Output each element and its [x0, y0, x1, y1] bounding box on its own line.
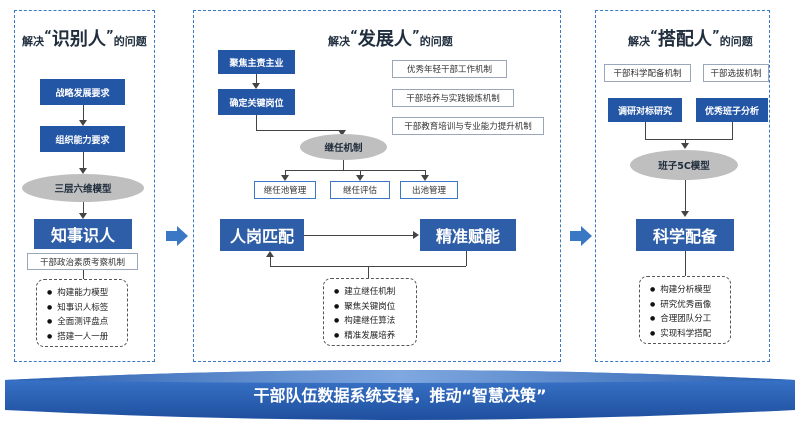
left-title: 解决“识别人”的问题: [22, 28, 147, 50]
empower-main-box: 精准赋能: [420, 219, 516, 251]
data-platform-band: [5, 370, 795, 420]
right-bullet-list: 构建分析模型 研究优秀画像 合理团队分工 实现科学搭配: [639, 276, 731, 344]
list-item: 知事识人标签: [47, 301, 127, 316]
connector: [685, 139, 686, 144]
list-item: 构建继任算法: [334, 314, 416, 329]
political-check-tag: 干部政治素质考察机制: [27, 253, 138, 270]
org-capability-box: 组织能力要求: [40, 126, 125, 152]
connector: [256, 74, 257, 84]
connector: [368, 266, 369, 278]
connector: [425, 170, 426, 176]
connector: [256, 115, 257, 130]
list-item: 精准发展培养: [334, 329, 416, 344]
succession-eval-tag: 继任评估: [330, 181, 390, 199]
arrow: [338, 130, 346, 136]
connector: [732, 122, 733, 139]
connector: [645, 139, 733, 140]
list-item: 建立继任机制: [334, 285, 416, 300]
right-title: 解决“搭配人”的问题: [628, 28, 753, 50]
tag-scientific-allocation: 干部科学配备机制: [604, 64, 691, 82]
list-item: 合理团队分工: [650, 312, 730, 327]
list-item: 构建能力模型: [47, 286, 127, 301]
identify-main-box: 知事识人: [34, 219, 132, 249]
connector: [83, 105, 84, 122]
strategy-box: 战略发展要求: [40, 79, 125, 105]
connector: [343, 160, 344, 170]
connector: [270, 257, 271, 266]
connector: [256, 130, 342, 131]
arrow: [281, 175, 289, 181]
team-5c-ellipse: 班子5C模型: [630, 150, 738, 180]
left-bullet-list: 构建能力模型 知事识人标签 全面测评盘点 搭建一人一册: [36, 279, 128, 347]
connector: [83, 202, 84, 215]
list-item: 实现科学搭配: [650, 327, 730, 342]
arrow: [79, 213, 87, 219]
tag-selection: 干部选拔机制: [703, 64, 769, 82]
flow-arrow-icon: [570, 226, 592, 246]
allocation-main-box: 科学配备: [636, 219, 734, 251]
connector: [83, 152, 84, 170]
benchmark-research-box: 调研对标研究: [608, 98, 682, 122]
connector: [304, 235, 414, 236]
key-position-box: 确定关键岗位: [218, 89, 295, 115]
tag-education-capability: 干部教育培训与专业能力提升机制: [392, 117, 544, 135]
pool-exit-tag: 出池管理: [400, 181, 458, 199]
model-ellipse: 三层六维模型: [22, 174, 144, 202]
mid-title: 解决“发展人”的问题: [328, 28, 453, 50]
list-item: 全面测评盘点: [47, 315, 127, 330]
mid-bullet-list: 建立继任机制 聚焦关键岗位 构建继任算法 精准发展培养: [323, 278, 417, 346]
arrow: [266, 251, 274, 257]
tag-young-cadres: 优秀年轻干部工作机制: [392, 60, 507, 78]
connector: [360, 170, 361, 176]
focus-business-box: 聚焦主责主业: [218, 50, 295, 74]
team-analysis-box: 优秀班子分析: [696, 98, 768, 122]
succession-ellipse: 继任机制: [300, 134, 387, 160]
arrow: [681, 211, 689, 217]
tag-training-practice: 干部培养与实践锻炼机制: [392, 89, 514, 107]
arrow: [79, 168, 87, 174]
list-item: 研究优秀画像: [650, 298, 730, 313]
flow-arrow-icon: [166, 226, 188, 246]
connector: [685, 251, 686, 276]
list-item: 聚焦关键岗位: [334, 300, 416, 315]
connector: [285, 170, 425, 171]
arrow: [413, 231, 419, 239]
connector: [83, 270, 84, 279]
arrow: [79, 120, 87, 126]
list-item: 搭建一人一册: [47, 330, 127, 345]
list-item: 构建分析模型: [650, 283, 730, 298]
arrow: [356, 175, 364, 181]
arrow: [681, 143, 689, 149]
footer-slogan: 干部队伍数据系统支撑，推动“智慧决策”: [253, 386, 547, 405]
arrow: [252, 83, 260, 89]
connector: [645, 122, 646, 139]
connector: [285, 170, 286, 176]
arrow: [421, 175, 429, 181]
connector: [466, 251, 467, 266]
connector: [685, 180, 686, 212]
succession-pool-tag: 继任池管理: [254, 181, 316, 199]
match-main-box: 人岗匹配: [220, 219, 304, 251]
